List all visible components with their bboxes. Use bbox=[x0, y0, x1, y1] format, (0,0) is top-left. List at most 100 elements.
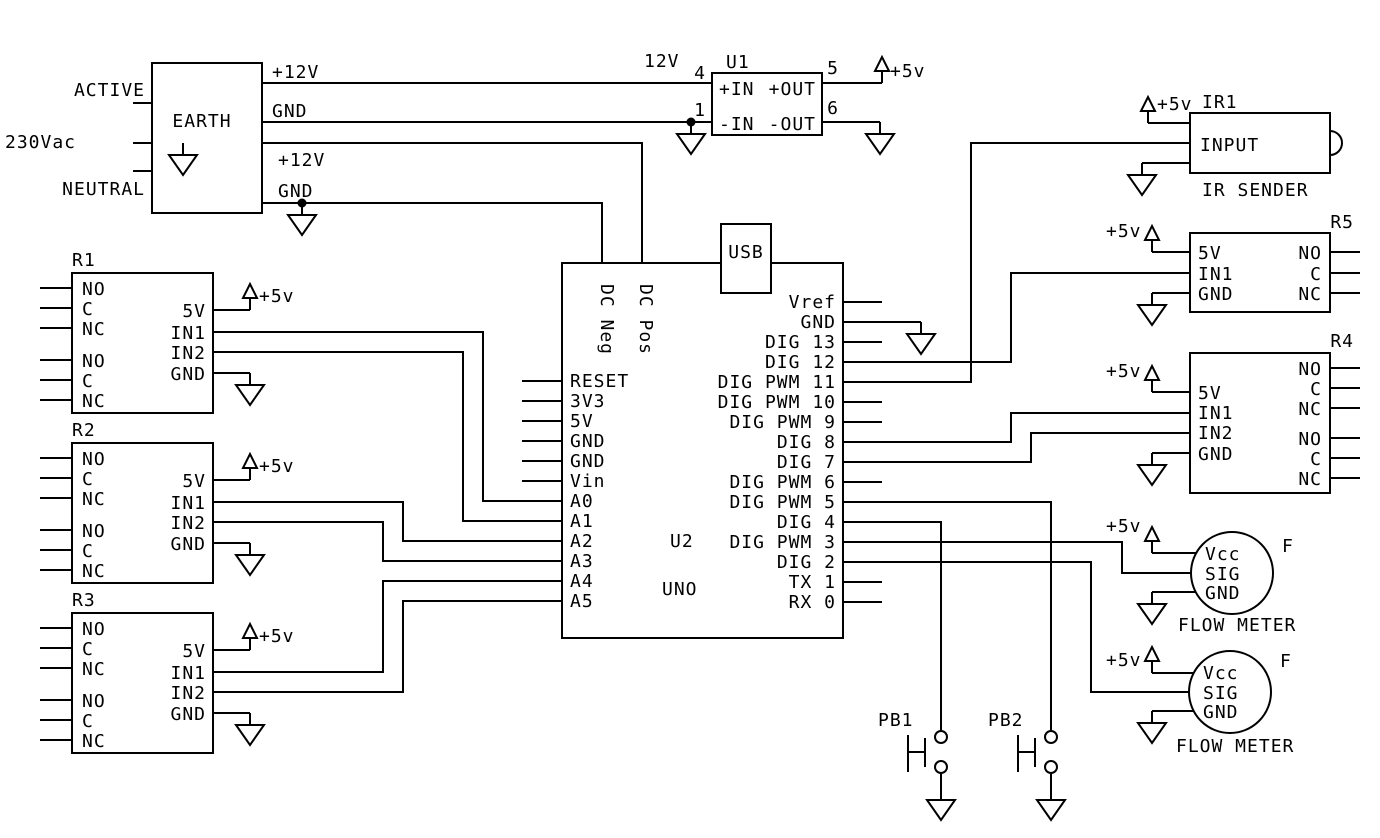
power-5v-icon bbox=[242, 623, 258, 651]
ir1-ref-label: IR1 bbox=[1202, 92, 1238, 113]
ground-icon bbox=[1137, 292, 1167, 326]
relay-r4: R4 +5v 5V IN1 IN2 GND NO C NC NO C NC bbox=[1106, 331, 1353, 494]
pin-a3: A3 bbox=[570, 551, 594, 572]
r2-c2: C bbox=[82, 541, 94, 562]
r5-nc: NC bbox=[1298, 284, 1322, 305]
pb2-contact-bottom bbox=[1044, 760, 1058, 774]
mcu-board-label: UNO bbox=[662, 579, 698, 600]
wire-r2-in1-a2 bbox=[213, 501, 562, 542]
wire-r4-contacts bbox=[1330, 367, 1360, 479]
r2-no2: NO bbox=[82, 521, 106, 542]
power-5v-icon bbox=[1140, 96, 1156, 124]
flow1-vcc: Vcc bbox=[1205, 544, 1241, 565]
mains-230vac-label: 230Vac bbox=[5, 132, 76, 153]
r5-box bbox=[1189, 232, 1331, 313]
r2-5v: 5V bbox=[182, 471, 206, 492]
r1-nc2: NC bbox=[82, 391, 106, 412]
r3-5v: 5V bbox=[182, 641, 206, 662]
ground-icon bbox=[926, 787, 956, 821]
u1-pin4-label: 4 bbox=[694, 63, 706, 84]
r4-no1: NO bbox=[1298, 359, 1322, 380]
ground-icon bbox=[287, 202, 317, 236]
mains-out-gnd-top-label: GND bbox=[272, 101, 308, 122]
u1-box bbox=[711, 72, 823, 136]
flow2-sig: SIG bbox=[1203, 683, 1239, 704]
r5-5v: 5V bbox=[1198, 243, 1222, 264]
pin-a1: A1 bbox=[570, 511, 594, 532]
r3-box bbox=[71, 612, 214, 754]
r4-in1: IN1 bbox=[1198, 403, 1234, 424]
mains-out-12v-bot-label: +12V bbox=[278, 150, 325, 171]
u1-in-neg-label: -IN bbox=[719, 114, 755, 135]
u1-rail-in-label: 12V bbox=[644, 51, 680, 72]
wire-r1-in2-a1 bbox=[213, 351, 562, 522]
r1-box bbox=[71, 272, 214, 414]
flow1-designator: F bbox=[1282, 536, 1294, 557]
pin-gnd2: GND bbox=[570, 451, 606, 472]
ground-icon bbox=[1036, 787, 1066, 821]
r3-nc2: NC bbox=[82, 731, 106, 752]
pin-pwm11: DIG PWM 11 bbox=[718, 372, 836, 393]
flow1-body bbox=[1190, 531, 1274, 615]
flow-meter-1: +5v Vcc SIG GND F FLOW METER bbox=[1106, 516, 1295, 636]
r3-in2: IN2 bbox=[170, 683, 206, 704]
r4-no2: NO bbox=[1298, 429, 1322, 450]
pin-5v: 5V bbox=[570, 411, 594, 432]
u1-out-neg-label: -OUT bbox=[769, 114, 816, 135]
ground-icon bbox=[1137, 591, 1167, 625]
wire-r1-in1-a0 bbox=[213, 331, 562, 502]
mains-out-12v-top-label: +12V bbox=[272, 62, 319, 83]
r2-nc2: NC bbox=[82, 561, 106, 582]
ground-icon bbox=[235, 712, 265, 746]
ir-sender: +5v IR1 INPUT IR SENDER bbox=[1157, 92, 1343, 201]
push-button-pb1: PB1 bbox=[878, 710, 948, 774]
ir1-box bbox=[1189, 112, 1331, 174]
pin-pwm3: DIG PWM 3 bbox=[729, 532, 836, 553]
pin-a5: A5 bbox=[570, 591, 594, 612]
mains-neutral-label: NEUTRAL bbox=[62, 179, 145, 200]
pin-vref: Vref bbox=[789, 292, 836, 313]
pb1-contact-bottom bbox=[934, 760, 948, 774]
r5-in1: IN1 bbox=[1198, 264, 1234, 285]
wire-r5-contacts bbox=[1330, 251, 1360, 294]
r2-rail-label: +5v bbox=[259, 456, 295, 477]
wire-r3-in1-a4 bbox=[213, 580, 562, 673]
dc-pos-label: DC Pos bbox=[635, 284, 656, 355]
r1-no1: NO bbox=[82, 279, 106, 300]
flow2-gnd: GND bbox=[1203, 702, 1239, 723]
u1-in-pos-label: +IN bbox=[719, 79, 755, 100]
ground-icon bbox=[906, 321, 936, 355]
pin-dig7: DIG 7 bbox=[777, 452, 836, 473]
pin-pwm6: DIG PWM 6 bbox=[729, 472, 836, 493]
junction-dot bbox=[297, 198, 307, 208]
r1-in1: IN1 bbox=[170, 323, 206, 344]
flow2-caption: FLOW METER bbox=[1176, 736, 1294, 757]
pb2-actuator bbox=[1017, 735, 1036, 772]
relay-r3: R3 NO C NC NO C NC 5V IN1 IN2 GND +5v bbox=[71, 590, 294, 754]
r4-c1: C bbox=[1310, 379, 1322, 400]
power-5v-icon bbox=[1144, 526, 1160, 554]
pin-vin: Vin bbox=[570, 471, 606, 492]
mcu-box bbox=[561, 262, 844, 639]
r1-gnd: GND bbox=[170, 364, 206, 385]
earth-label: EARTH bbox=[172, 111, 231, 132]
pin-a2: A2 bbox=[570, 531, 594, 552]
u1-pin6-label: 6 bbox=[827, 98, 839, 119]
usb-label: USB bbox=[728, 242, 764, 263]
pin-3v3: 3V3 bbox=[570, 391, 606, 412]
pin-dig4: DIG 4 bbox=[777, 512, 836, 533]
r5-ref-label: R5 bbox=[1330, 212, 1354, 233]
r3-ref-label: R3 bbox=[72, 590, 96, 611]
ground-icon bbox=[865, 121, 895, 155]
push-button-pb2: PB2 bbox=[988, 710, 1058, 774]
pin-dig13: DIG 13 bbox=[765, 332, 836, 353]
r1-5v: 5V bbox=[182, 301, 206, 322]
pb2-contact-top bbox=[1044, 730, 1058, 744]
r4-nc2: NC bbox=[1298, 469, 1322, 490]
power-5v-icon bbox=[1144, 646, 1160, 674]
u1-pin1-label: 1 bbox=[694, 100, 706, 121]
junction-dots bbox=[297, 117, 696, 208]
r3-in1: IN1 bbox=[170, 663, 206, 684]
r2-in1: IN1 bbox=[170, 493, 206, 514]
mcu-ref-label: U2 bbox=[670, 531, 694, 552]
